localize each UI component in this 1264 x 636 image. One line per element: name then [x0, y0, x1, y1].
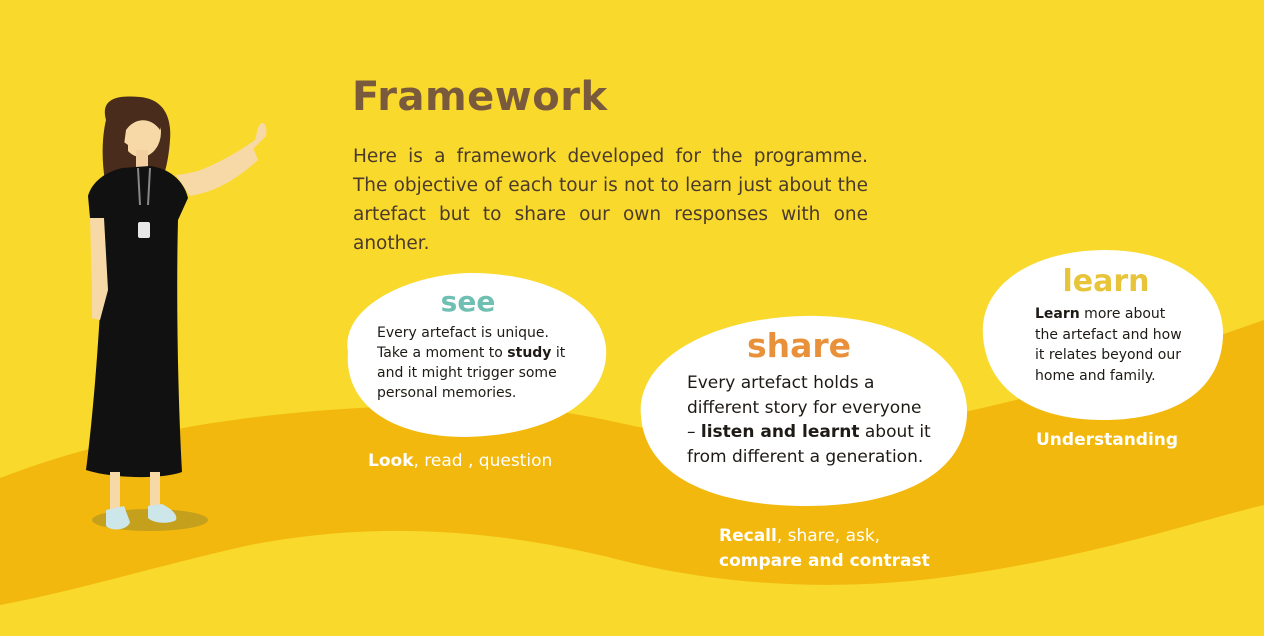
share-line-1: Every artefact holds a [687, 373, 875, 393]
learn-line-1-post: more about [1079, 306, 1166, 322]
see-line-2-pre: Take a moment to [377, 345, 508, 361]
learn-bubble: learn Learn more about the artefact and … [977, 244, 1227, 424]
see-heading: see [440, 285, 496, 318]
share-line-3: – listen and learnt about it [687, 420, 931, 445]
see-line-2-post: it [551, 345, 566, 361]
see-caption-bold: Look [368, 451, 414, 471]
see-line-2: Take a moment to study it [377, 343, 565, 363]
share-bubble: share Every artefact holds a different s… [629, 306, 971, 514]
share-caption-rest: , share, ask, [776, 526, 881, 546]
see-bubble: see Every artefact is unique. Take a mom… [318, 267, 610, 441]
see-caption-rest: , read , question [413, 451, 553, 471]
see-text: Every artefact is unique. Take a moment … [377, 323, 565, 403]
share-line-3-pre: – [687, 422, 701, 442]
guide-figure [86, 96, 267, 531]
share-caption-line-1: Recall, share, ask, [719, 524, 930, 549]
share-line-4: from different a generation. [687, 446, 924, 467]
learn-text: Learn more about the artefact and how it… [1035, 304, 1182, 386]
intro-paragraph: Here is a framework developed for the pr… [353, 146, 868, 254]
learn-caption: Understanding [1036, 430, 1179, 450]
share-heading: share [746, 326, 852, 365]
share-caption-line-2: compare and contrast [719, 551, 930, 571]
share-line-3-post: about it [859, 422, 931, 442]
learn-line-1: Learn more about [1035, 304, 1182, 325]
see-line-1: Every artefact is unique. [377, 325, 549, 341]
learn-line-1-bold: Learn [1035, 306, 1080, 322]
see-line-2-bold: study [507, 345, 552, 361]
share-line-3-bold: listen and learnt [700, 422, 860, 442]
see-line-3: and it might trigger some [377, 365, 557, 381]
share-line-2: different story for everyone [687, 397, 922, 418]
share-caption-bold: Recall [719, 526, 777, 546]
road-path [0, 320, 1264, 605]
learn-line-2: the artefact and how [1035, 326, 1182, 343]
share-caption: Recall, share, ask, compare and contrast [719, 524, 930, 574]
learn-line-4: home and family. [1035, 367, 1156, 384]
learn-heading: learn [1062, 264, 1150, 299]
learn-line-3: it relates beyond our [1035, 347, 1181, 363]
see-caption: Look, read , question [368, 451, 552, 471]
see-line-4: personal memories. [377, 385, 517, 401]
share-text: Every artefact holds a different story f… [687, 371, 931, 469]
page-title: Framework [352, 74, 608, 120]
